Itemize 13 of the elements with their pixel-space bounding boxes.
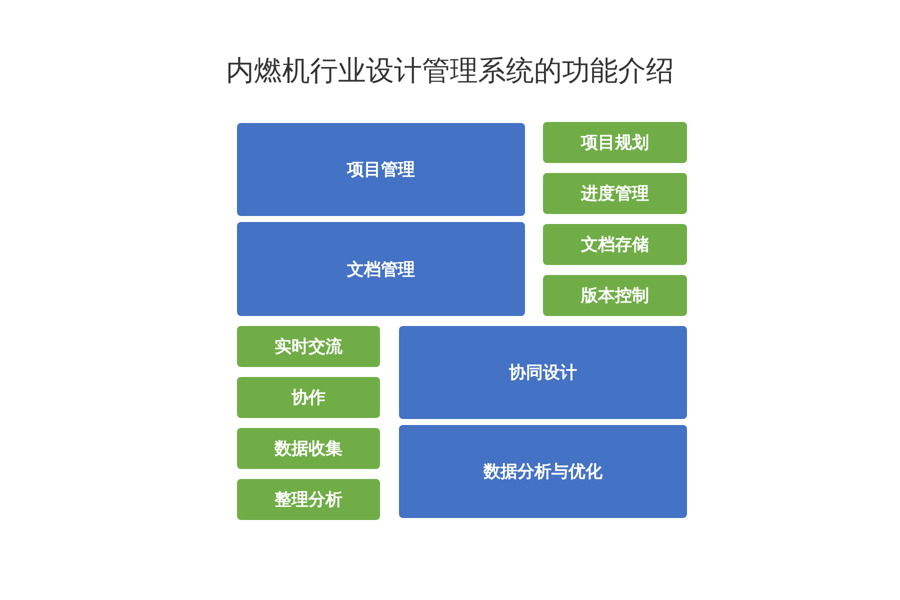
feature-box: 实时交流 xyxy=(237,326,380,367)
module-box: 协同设计 xyxy=(399,326,687,419)
module-box: 文档管理 xyxy=(237,222,525,316)
feature-box: 项目规划 xyxy=(543,122,687,163)
feature-box: 版本控制 xyxy=(543,275,687,316)
feature-box: 数据收集 xyxy=(237,428,380,469)
feature-box: 文档存储 xyxy=(543,224,687,265)
feature-box: 进度管理 xyxy=(543,173,687,214)
module-box: 项目管理 xyxy=(237,123,525,216)
feature-box: 协作 xyxy=(237,377,380,418)
feature-box: 整理分析 xyxy=(237,479,380,520)
module-box: 数据分析与优化 xyxy=(399,425,687,518)
title: 内燃机行业设计管理系统的功能介绍 xyxy=(226,53,674,89)
